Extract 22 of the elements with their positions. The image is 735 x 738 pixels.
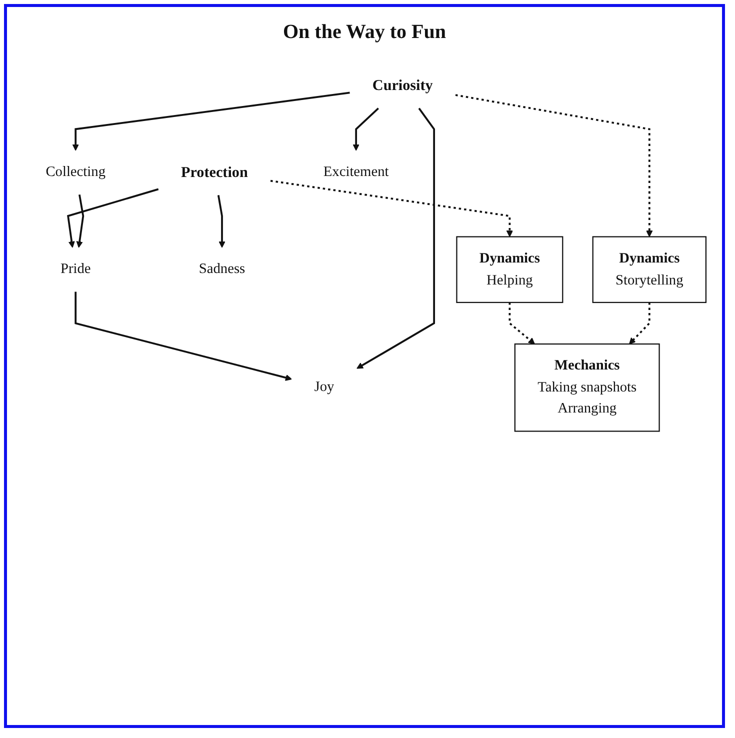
arrow <box>74 292 292 381</box>
arrow <box>67 188 159 248</box>
node-text: Collecting <box>46 164 106 180</box>
arrow <box>270 180 513 238</box>
arrow <box>508 302 535 344</box>
arrow <box>352 108 379 151</box>
node-text: Sadness <box>198 261 246 277</box>
node-box: Dynamics Helping <box>456 236 564 304</box>
node-box: Mechanics Taking snapshots Arranging <box>514 343 660 432</box>
arrow <box>76 194 84 248</box>
arrow <box>356 108 436 369</box>
node-text: Curiosity <box>372 77 433 94</box>
arrow <box>455 94 653 238</box>
node-text: Pride <box>60 261 91 277</box>
node-text: Excitement <box>323 164 389 180</box>
node-box: Dynamics Storytelling <box>592 236 707 304</box>
node-text: Protection <box>181 164 248 181</box>
arrow <box>629 302 650 344</box>
node-text: Joy <box>314 379 334 395</box>
arrow <box>72 92 350 151</box>
diagram-title: On the Way to Fun <box>282 21 447 44</box>
arrow <box>217 195 226 248</box>
